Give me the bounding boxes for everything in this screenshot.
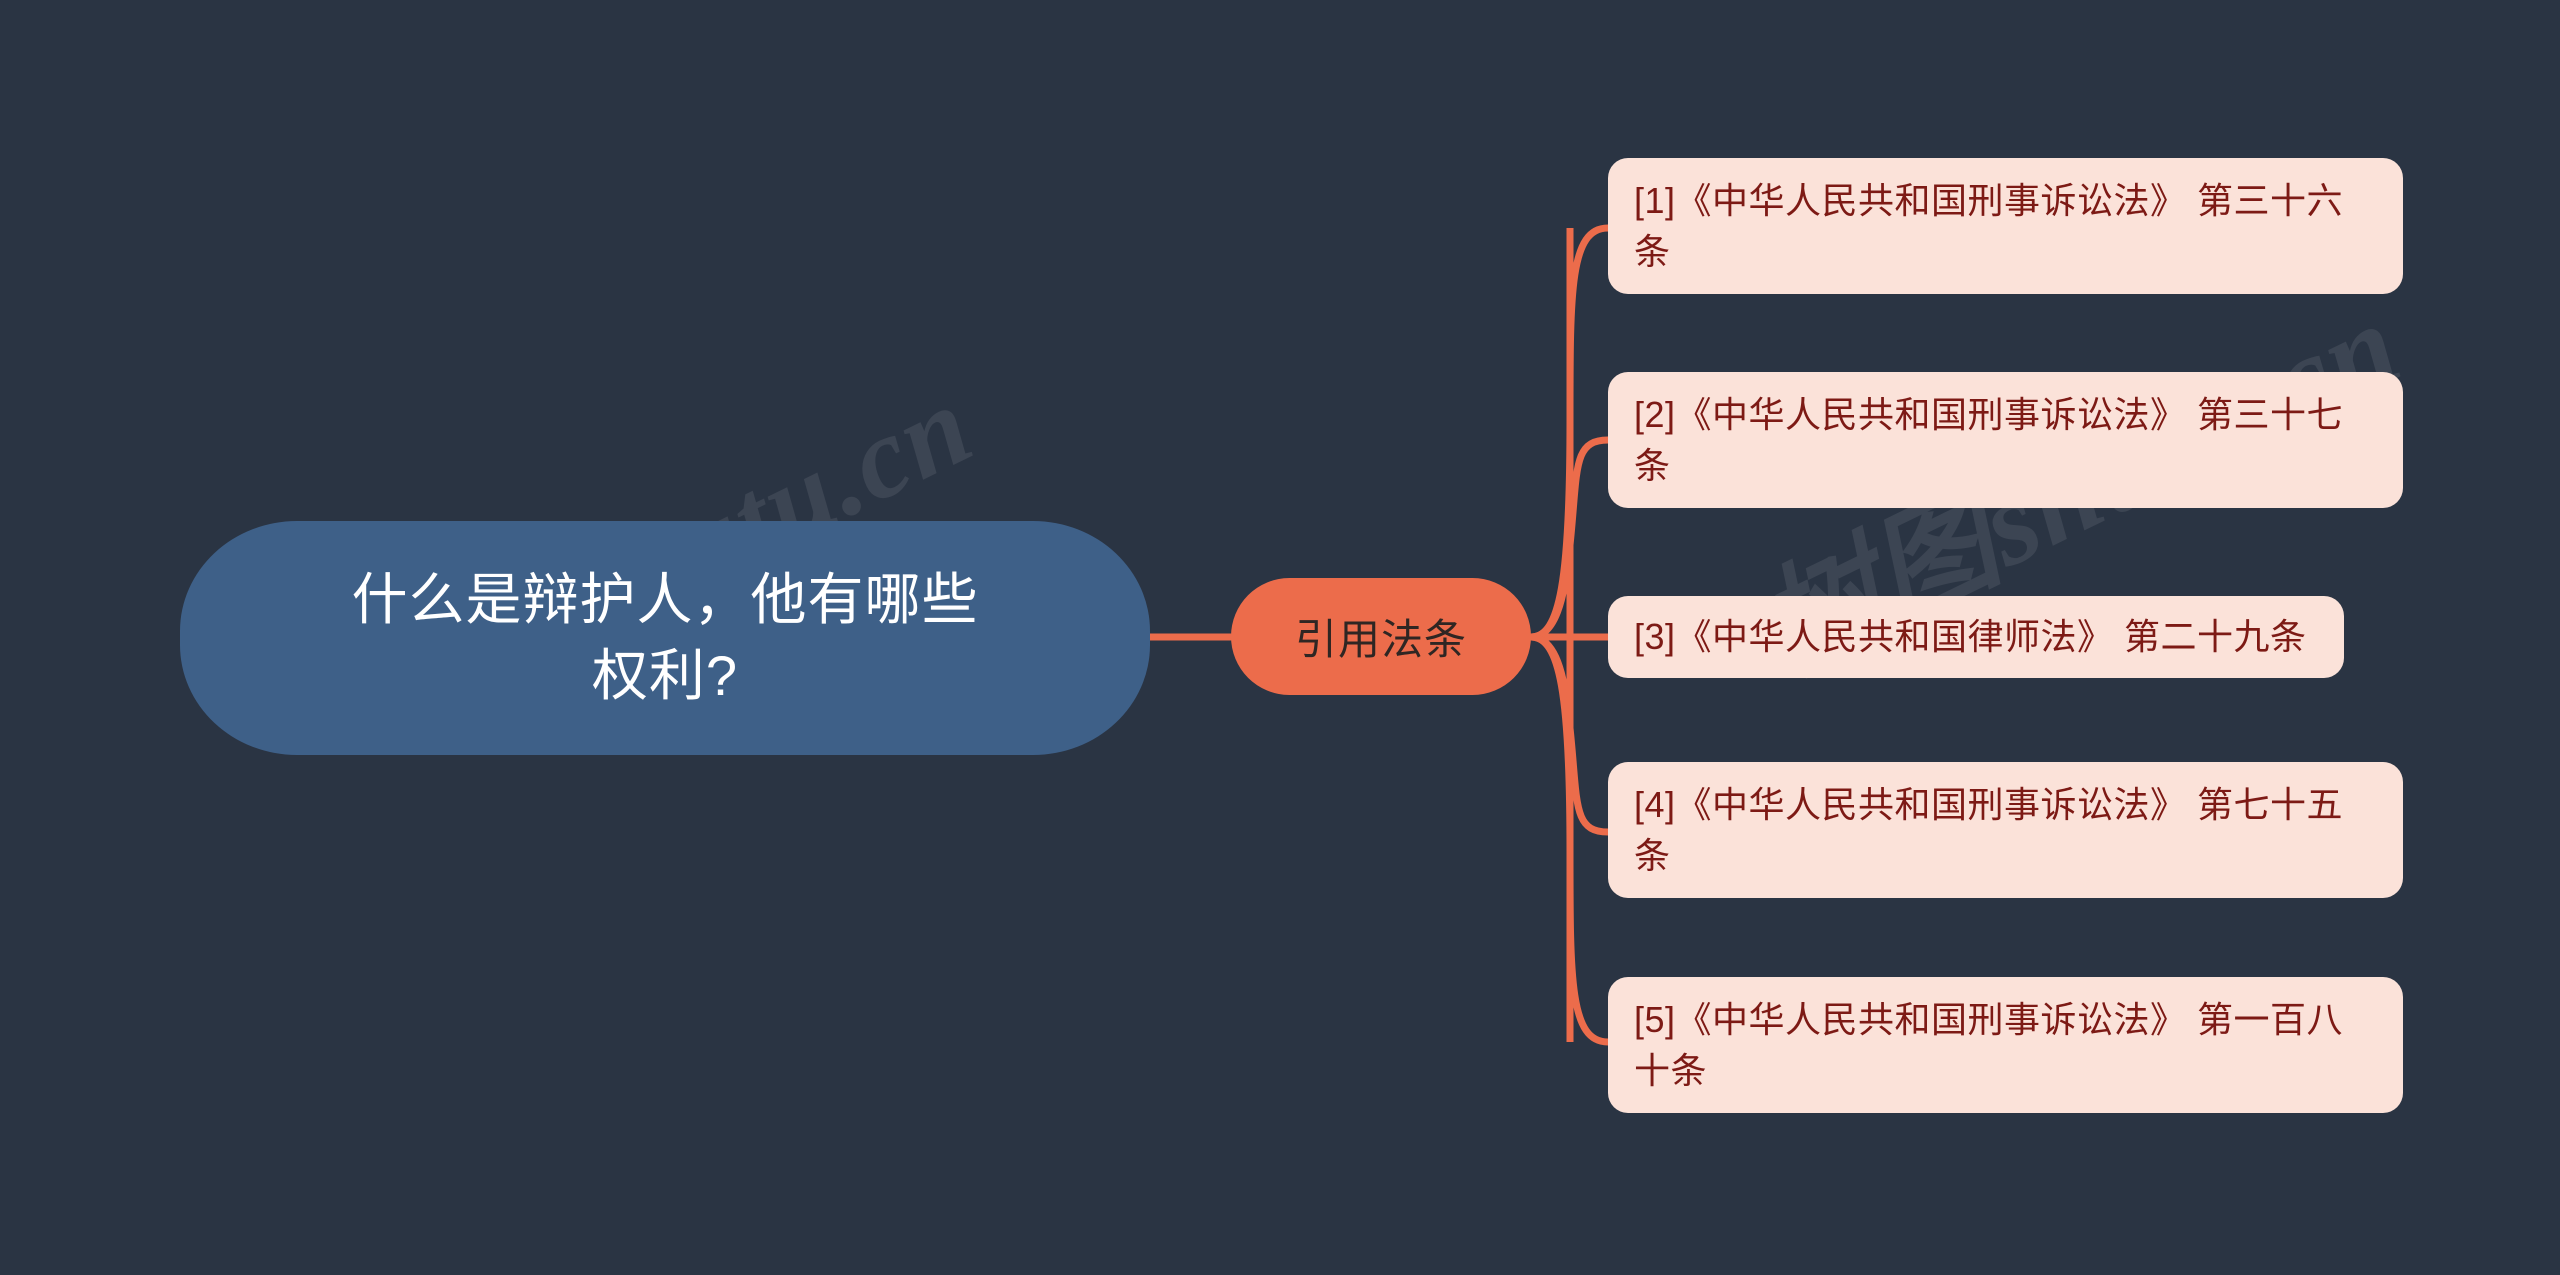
connector-branch-to-leaf-2	[1527, 436, 1612, 641]
root-node-label: 什么是辩护人，他有哪些 权利?	[351, 567, 979, 707]
leaf-node-3-label: [3]《中华人民共和国律师法》 第二十九条	[1634, 616, 2307, 658]
leaf-node-1[interactable]: [1]《中华人民共和国刑事诉讼法》 第三十六条	[1608, 158, 2403, 294]
leaf-node-1-label: [1]《中华人民共和国刑事诉讼法》 第三十六条	[1634, 179, 2344, 272]
leaf-node-2[interactable]: [2]《中华人民共和国刑事诉讼法》 第三十七条	[1608, 372, 2403, 508]
leaf-node-3[interactable]: [3]《中华人民共和国律师法》 第二十九条	[1608, 596, 2344, 678]
leaf-node-5-label: [5]《中华人民共和国刑事诉讼法》 第一百八十条	[1634, 998, 2344, 1091]
root-node[interactable]: 什么是辩护人，他有哪些 权利?	[180, 521, 1150, 755]
connector-branch-to-leaf-5	[1527, 633, 1612, 1046]
branch-node-cited-provisions[interactable]: 引用法条	[1231, 578, 1531, 695]
leaf-node-4-label: [4]《中华人民共和国刑事诉讼法》 第七十五条	[1634, 783, 2344, 876]
leaf-node-5[interactable]: [5]《中华人民共和国刑事诉讼法》 第一百八十条	[1608, 977, 2403, 1113]
leaf-node-4[interactable]: [4]《中华人民共和国刑事诉讼法》 第七十五条	[1608, 762, 2403, 898]
branch-node-label: 引用法条	[1294, 616, 1467, 663]
leaf-node-2-label: [2]《中华人民共和国刑事诉讼法》 第三十七条	[1634, 393, 2344, 486]
